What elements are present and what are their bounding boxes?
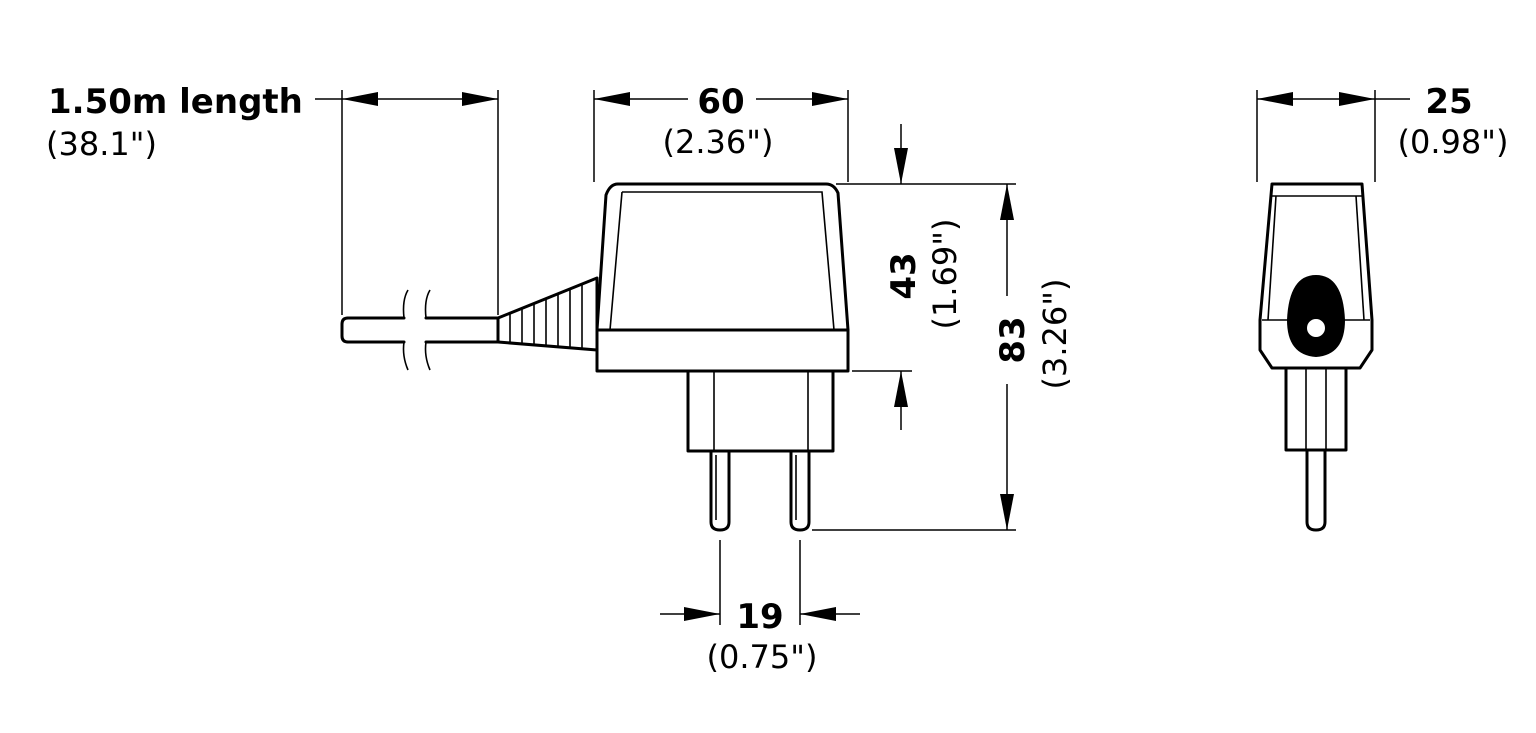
pin-left (709, 449, 731, 532)
pin-right (789, 449, 811, 532)
body-width-imperial: (2.36") (663, 123, 774, 161)
total-height-imperial: (3.26") (1036, 279, 1074, 390)
cord-length-label: 1.50m length (48, 82, 303, 122)
cord-length-imperial: (38.1") (46, 125, 157, 163)
adapter-body-inner (609, 191, 835, 331)
body-height-imperial: (1.69") (926, 219, 964, 330)
dimension-labels: 1.50m length (38.1") 60 (2.36") 25 (0.98… (46, 82, 1508, 676)
strain-relief-ribs (509, 284, 583, 349)
cable-break-mark (424, 289, 431, 371)
pin-spacing-label: 19 (736, 597, 783, 637)
side-plug-base (1284, 366, 1348, 452)
plug-base (686, 369, 835, 453)
pin-spacing-imperial: (0.75") (707, 638, 818, 676)
side-depth-imperial: (0.98") (1398, 123, 1509, 161)
adapter-body (595, 182, 850, 373)
side-depth-label: 25 (1425, 82, 1472, 122)
total-height-label: 83 (993, 316, 1033, 363)
side-pin (1305, 448, 1327, 532)
led-indicator (1286, 274, 1346, 358)
cable-break-mark (402, 289, 409, 371)
front-view (340, 182, 850, 532)
body-height-label: 43 (884, 252, 924, 299)
body-width-label: 60 (697, 82, 744, 122)
dimension-lines (315, 90, 1410, 625)
led-light (1305, 317, 1327, 339)
side-view (1258, 182, 1374, 532)
